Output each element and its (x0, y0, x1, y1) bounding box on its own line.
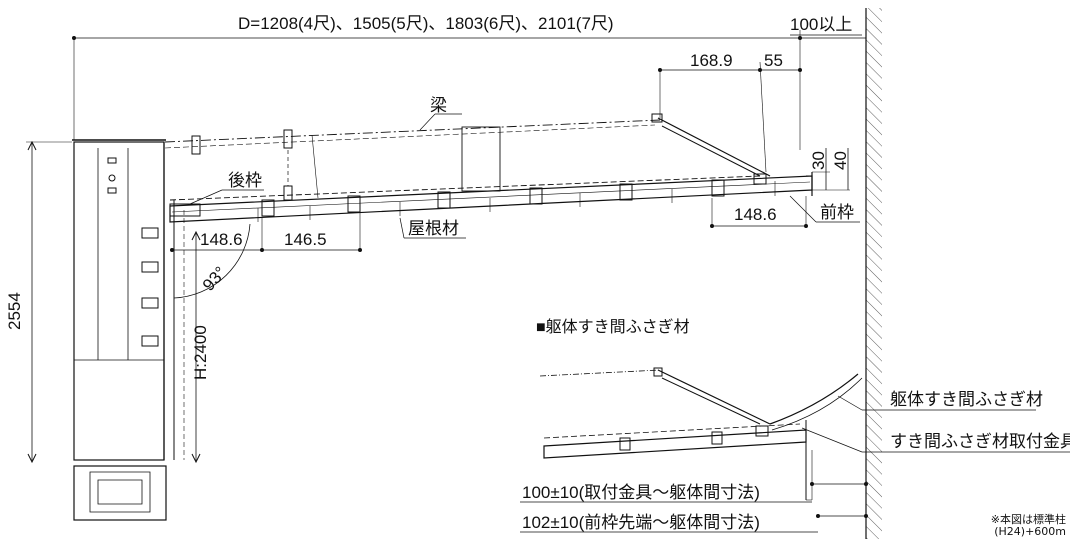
front-overhang-text: 148.6 (734, 205, 777, 224)
post-height-dimension: H:2400 (191, 230, 210, 464)
roof-material: 屋根材 (169, 172, 813, 239)
height-40-text: 40 (831, 151, 850, 170)
beam: 梁 (72, 96, 761, 201)
rear-spacing-text: 146.5 (284, 230, 327, 249)
gap-front-text: 102±10(前枠先端～躯体間寸法) (522, 513, 760, 532)
footnote-line-2: (H24)+600m (994, 525, 1066, 538)
wall (865, 8, 882, 539)
angle-text: 93° (199, 263, 230, 295)
detail-section: ■躯体すき間ふさぎ材 躯体すき間ふさぎ材 すき間ふさぎ材取付金具 100±10(… (520, 318, 1070, 533)
top-gap-text: 55 (764, 51, 783, 70)
filler-bracket-label: すき間ふさぎ材取付金具 (890, 432, 1070, 451)
height-30-text: 30 (809, 151, 828, 170)
front-frame-label: 前枠 (820, 203, 854, 222)
gap-fitting-text: 100±10(取付金具～躯体間寸法) (522, 483, 760, 502)
rear-frame: 後枠 (169, 171, 264, 217)
detail-title: ■躯体すき間ふさぎ材 (536, 318, 690, 336)
top-offset-text: 168.9 (690, 51, 733, 70)
footnote-line-1: ※本図は標準柱 (990, 513, 1066, 526)
rear-frame-label: 後枠 (228, 171, 262, 190)
filler-label: 躯体すき間ふさぎ材 (890, 390, 1043, 409)
post-height-text: H:2400 (191, 325, 210, 380)
front-rafter: 168.9 55 (651, 51, 802, 177)
overall-depth-dimension: D=1208(4尺)、1505(5尺)、1803(6尺)、2101(7尺) 10… (72, 14, 866, 150)
wall-clearance-text: 100以上 (790, 15, 852, 34)
base-plate (73, 465, 167, 521)
rear-overhang-text: 148.6 (200, 230, 243, 249)
total-height-dimension: 2554 (5, 140, 72, 464)
front-dimensions: 148.6 30 40 前枠 (710, 148, 860, 228)
beam-label: 梁 (430, 96, 447, 115)
total-height-text: 2554 (5, 292, 24, 330)
rear-post (73, 141, 185, 461)
rear-dimensions: 148.6 146.5 (170, 212, 362, 252)
roof-material-label: 屋根材 (408, 219, 459, 238)
overall-depth-text: D=1208(4尺)、1505(5尺)、1803(6尺)、2101(7尺) (238, 14, 614, 33)
